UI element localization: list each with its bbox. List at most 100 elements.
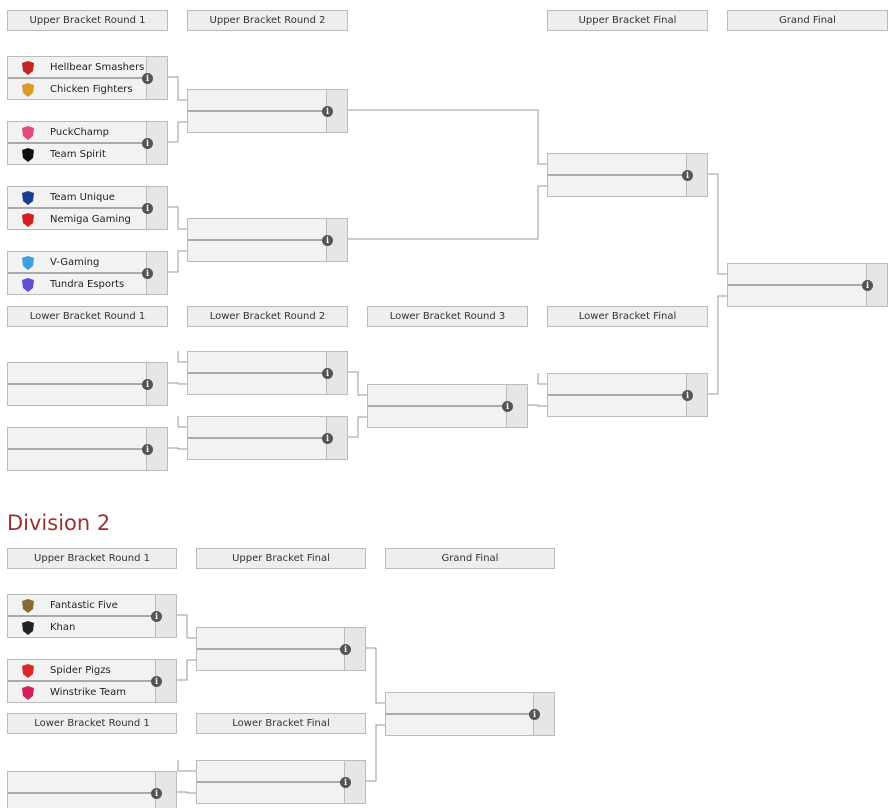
team-slot[interactable]: [197, 783, 346, 804]
match-d1gf[interactable]: i: [727, 263, 888, 307]
team-slot[interactable]: Khan: [8, 617, 157, 638]
team-slot[interactable]: Fantastic Five: [8, 595, 157, 616]
team-slot[interactable]: [728, 286, 868, 307]
match-d1lbf[interactable]: i: [547, 373, 708, 417]
team-slot[interactable]: [197, 628, 346, 649]
match-d2gf[interactable]: i: [385, 692, 555, 736]
team-slot[interactable]: [8, 428, 148, 449]
team-slot[interactable]: [386, 715, 535, 736]
team-name: Hellbear Smashers: [50, 62, 145, 73]
match-d1ub20[interactable]: i: [187, 89, 348, 133]
match-divider: [188, 110, 328, 112]
info-icon[interactable]: i: [322, 106, 333, 117]
info-icon[interactable]: i: [322, 433, 333, 444]
info-icon[interactable]: i: [142, 268, 153, 279]
team-slot[interactable]: [548, 154, 688, 175]
team-slot[interactable]: [188, 219, 328, 240]
info-icon[interactable]: i: [151, 611, 162, 622]
match-d2lbf[interactable]: i: [196, 760, 366, 804]
info-icon[interactable]: i: [340, 644, 351, 655]
team-logo-icon: [20, 663, 36, 678]
match-divider: [8, 272, 148, 274]
team-slot[interactable]: [8, 385, 148, 406]
team-slot[interactable]: PuckChamp: [8, 122, 148, 143]
match-divider: [188, 437, 328, 439]
team-slot[interactable]: [8, 772, 157, 793]
team-name: Winstrike Team: [50, 687, 127, 698]
info-icon[interactable]: i: [682, 170, 693, 181]
team-slot[interactable]: [548, 396, 688, 417]
team-slot[interactable]: V-Gaming: [8, 252, 148, 273]
team-slot[interactable]: [386, 693, 535, 714]
team-slot[interactable]: [8, 450, 148, 471]
info-icon[interactable]: i: [340, 777, 351, 788]
team-slot[interactable]: [188, 112, 328, 133]
match-d1lb20[interactable]: i: [187, 351, 348, 395]
team-slot[interactable]: [197, 650, 346, 671]
match-d1ubf[interactable]: i: [547, 153, 708, 197]
team-slot[interactable]: [188, 374, 328, 395]
info-icon[interactable]: i: [322, 235, 333, 246]
team-slot[interactable]: [188, 417, 328, 438]
team-slot[interactable]: [368, 407, 508, 428]
team-slot[interactable]: Team Unique: [8, 187, 148, 208]
header-grand-final: Grand Final: [727, 10, 888, 31]
team-slot[interactable]: Spider Pigzs: [8, 660, 157, 681]
info-icon[interactable]: i: [151, 676, 162, 687]
match-d1lb21[interactable]: i: [187, 416, 348, 460]
team-slot[interactable]: Nemiga Gaming: [8, 209, 148, 230]
info-icon[interactable]: i: [142, 138, 153, 149]
team-slot[interactable]: [368, 385, 508, 406]
header-ub-r2: Upper Bracket Round 2: [187, 10, 348, 31]
d2-header-lb-r1: Lower Bracket Round 1: [7, 713, 177, 734]
team-slot[interactable]: Winstrike Team: [8, 682, 157, 703]
match-d2lb1[interactable]: i: [7, 771, 177, 808]
team-slot[interactable]: [188, 439, 328, 460]
team-slot[interactable]: [188, 241, 328, 262]
header-ub-final: Upper Bracket Final: [547, 10, 708, 31]
match-divider: [8, 207, 148, 209]
team-slot[interactable]: Team Spirit: [8, 144, 148, 165]
d2-upper-header-0: Upper Bracket Round 1: [7, 548, 177, 569]
info-icon[interactable]: i: [502, 401, 513, 412]
info-icon[interactable]: i: [151, 788, 162, 799]
match-divider: [368, 405, 508, 407]
team-slot[interactable]: Tundra Esports: [8, 274, 148, 295]
team-slot[interactable]: [548, 176, 688, 197]
team-slot[interactable]: [197, 761, 346, 782]
info-icon[interactable]: i: [142, 379, 153, 390]
team-slot[interactable]: [188, 352, 328, 373]
info-icon[interactable]: i: [142, 444, 153, 455]
team-logo-icon: [20, 147, 36, 162]
team-slot[interactable]: [188, 90, 328, 111]
info-icon[interactable]: i: [862, 280, 873, 291]
info-icon[interactable]: i: [142, 73, 153, 84]
info-icon[interactable]: i: [142, 203, 153, 214]
match-d2ubf[interactable]: i: [196, 627, 366, 671]
match-d1lb10[interactable]: i: [7, 362, 168, 406]
team-slot[interactable]: [728, 264, 868, 285]
team-slot[interactable]: [8, 363, 148, 384]
team-slot[interactable]: [8, 794, 157, 808]
team-slot[interactable]: [548, 374, 688, 395]
team-logo-icon: [20, 212, 36, 227]
team-slot[interactable]: Hellbear Smashers: [8, 57, 148, 78]
d2-header-lb-final: Lower Bracket Final: [196, 713, 366, 734]
match-d1lb11[interactable]: i: [7, 427, 168, 471]
team-slot[interactable]: Chicken Fighters: [8, 79, 148, 100]
info-icon[interactable]: i: [682, 390, 693, 401]
match-divider: [548, 174, 688, 176]
info-icon[interactable]: i: [322, 368, 333, 379]
match-d1ub21[interactable]: i: [187, 218, 348, 262]
match-divider: [8, 680, 157, 682]
match-d1lb3[interactable]: i: [367, 384, 528, 428]
info-icon[interactable]: i: [529, 709, 540, 720]
